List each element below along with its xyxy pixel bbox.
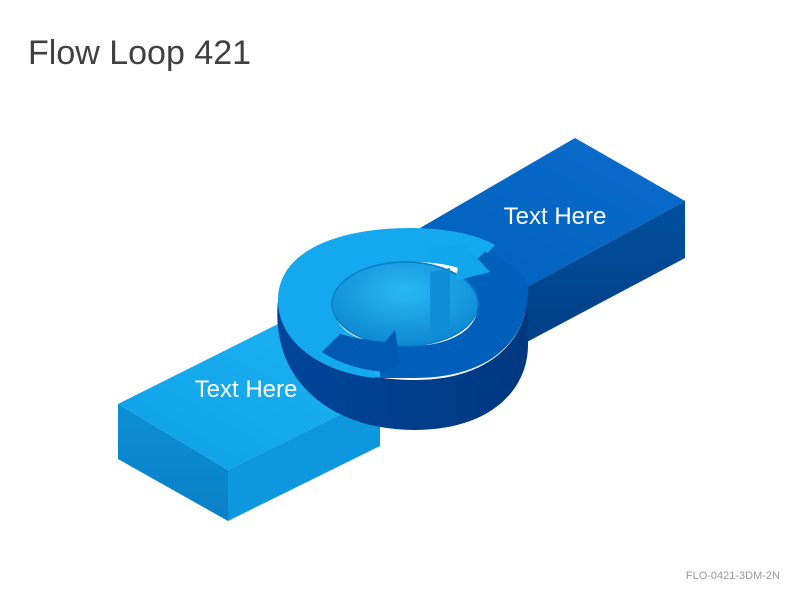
footer-code: FLO-0421-3DM-2N: [685, 570, 780, 582]
left-slab-side: [228, 395, 380, 521]
arrow-dark: [322, 330, 400, 372]
arrow-light-inner: [430, 268, 450, 336]
ring-side-wall: [277, 290, 528, 430]
page-title: Flow Loop 421: [28, 34, 252, 72]
right-slab-side: [525, 201, 685, 343]
left-label: Text Here: [195, 376, 298, 403]
arrow-light: [425, 242, 490, 281]
right-label: Text Here: [504, 203, 607, 230]
ring-hole-rim: [331, 261, 479, 347]
left-slab-front: [118, 404, 228, 521]
ring-top-light: [278, 228, 495, 378]
ring-top-dark: [380, 252, 528, 378]
